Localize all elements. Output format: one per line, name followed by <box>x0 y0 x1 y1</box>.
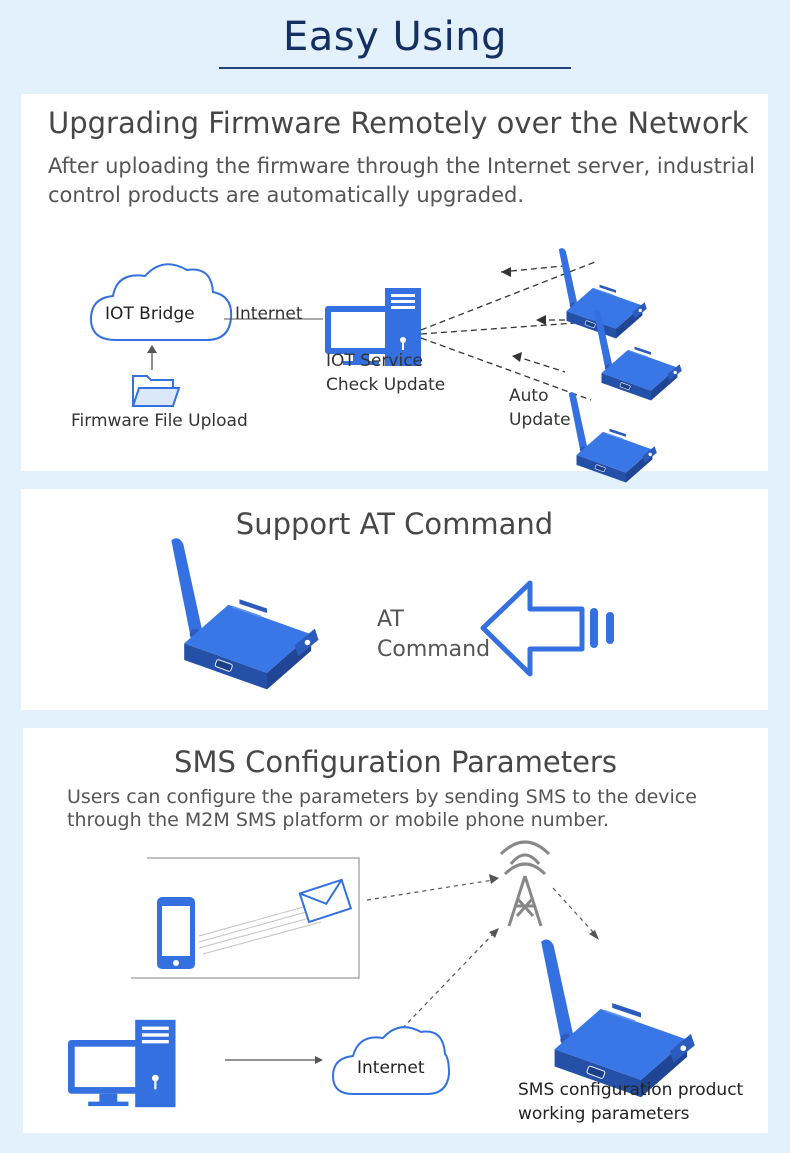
sms-panel: SMS Configuration Parameters Users can c… <box>23 728 768 1133</box>
auto-label-line1: Auto <box>509 386 549 406</box>
page-title: Easy Using <box>283 14 507 60</box>
auto-label-line2: Update <box>509 410 571 430</box>
tower-icon <box>499 840 551 927</box>
sms-heading: SMS Configuration Parameters <box>174 745 617 779</box>
sms-diagram <box>68 840 696 1108</box>
service-label-line1: IOT Service <box>326 351 424 371</box>
upload-label: Firmware File Upload <box>71 411 248 431</box>
firmware-panel: Upgrading Firmware Remotely over the Net… <box>21 94 768 484</box>
title-underline <box>219 67 571 69</box>
envelope-icon <box>298 878 353 924</box>
firmware-description: After uploading the firmware through the… <box>48 154 756 207</box>
sms-description-line1: Users can configure the parameters by se… <box>67 786 697 808</box>
router-icon <box>568 391 658 484</box>
firmware-diagram <box>89 247 683 484</box>
internet-label: Internet <box>235 304 303 324</box>
at-label-line2: Command <box>377 637 491 662</box>
at-command-heading: Support AT Command <box>235 507 554 541</box>
at-command-panel: Support AT Command AT Command <box>21 489 768 710</box>
cloud-icon <box>331 1026 451 1095</box>
product-label-line2: working parameters <box>518 1104 690 1124</box>
cloud-icon <box>89 263 233 341</box>
cloud-label: IOT Bridge <box>105 304 195 324</box>
phone-icon <box>157 897 195 969</box>
internet-cloud-label: Internet <box>357 1058 425 1078</box>
router-icon <box>170 537 320 691</box>
at-command-diagram <box>170 537 614 691</box>
product-label-line1: SMS configuration product <box>518 1080 744 1100</box>
router-icon <box>540 938 696 1099</box>
firmware-heading: Upgrading Firmware Remotely over the Net… <box>48 106 749 140</box>
update-links <box>420 261 618 401</box>
arrow-icon <box>480 580 614 677</box>
sms-description-line2: through the M2M SMS platform or mobile p… <box>67 809 610 831</box>
computer-icon <box>68 1019 176 1108</box>
service-label-line2: Check Update <box>326 375 446 395</box>
folder-icon <box>131 375 181 407</box>
at-label-line1: AT <box>377 607 404 632</box>
